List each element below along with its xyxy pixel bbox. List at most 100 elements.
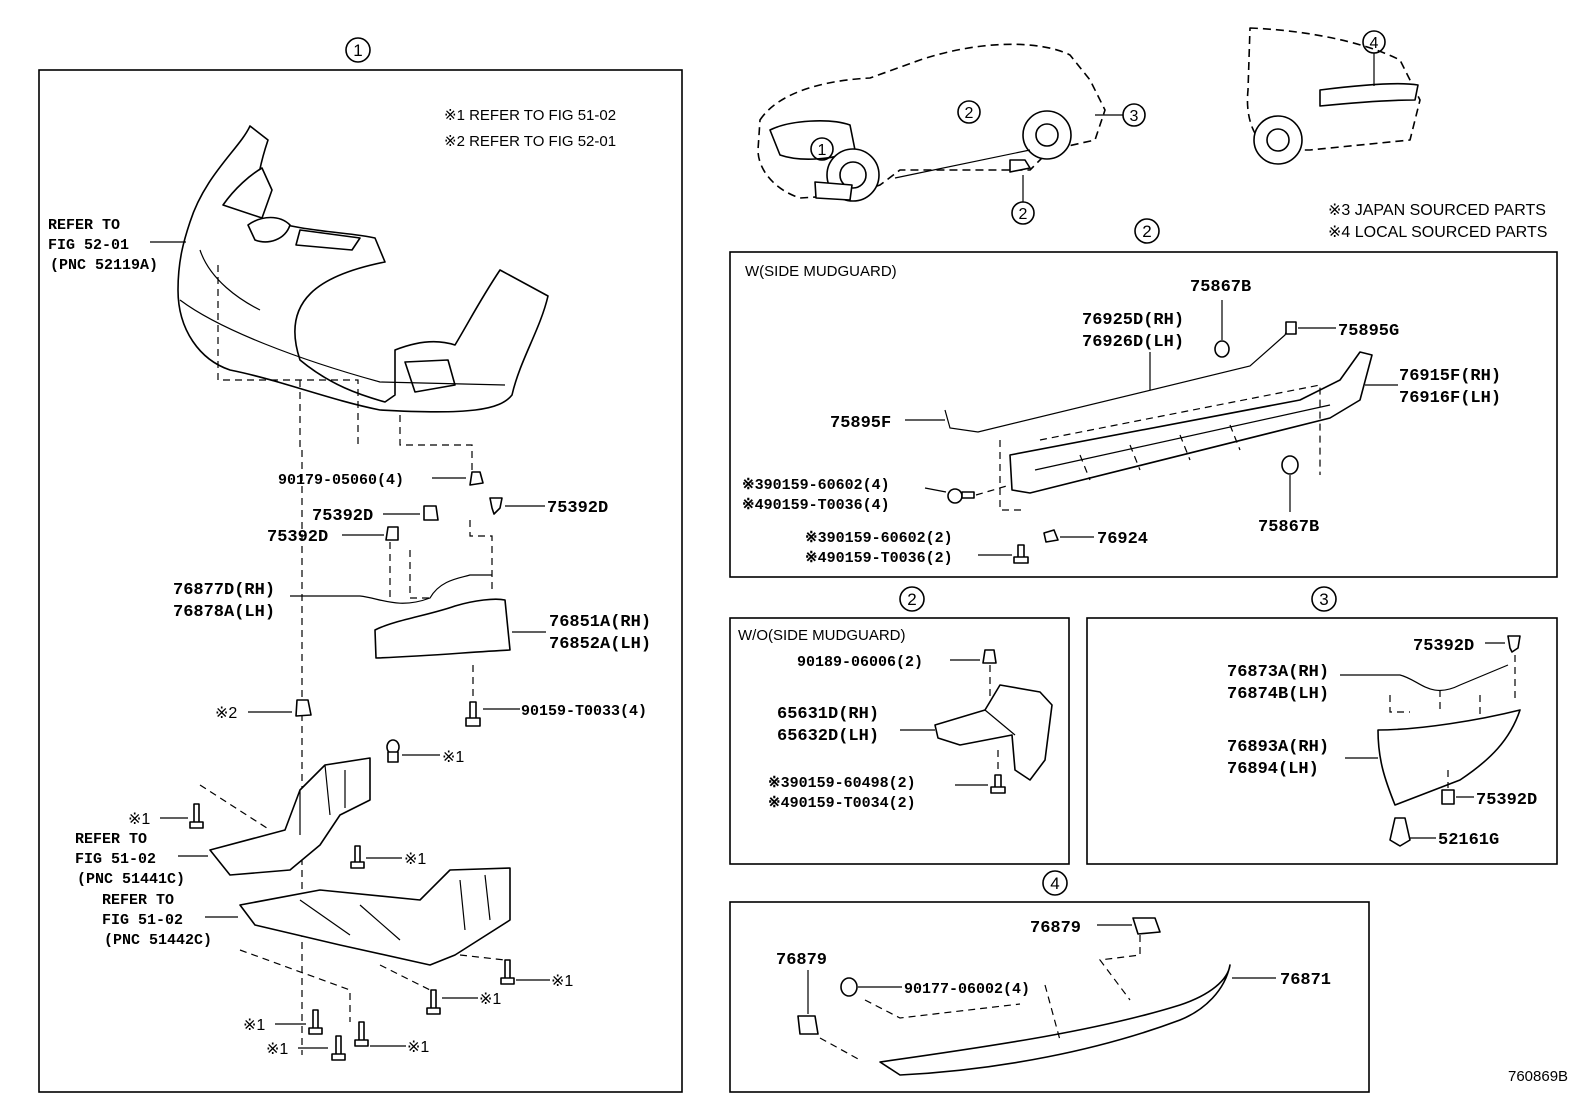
label-76851-lh: 76852A(LH) bbox=[549, 635, 651, 654]
label-screw1-a: ※390159-60602(4) bbox=[742, 477, 890, 494]
nut-90177 bbox=[840, 977, 858, 997]
label-76879-left: 76879 bbox=[776, 951, 827, 970]
label-screw3-b: ※490159-T0034(2) bbox=[768, 795, 916, 812]
bolt-ref1-b bbox=[189, 803, 204, 829]
bolt-ref1-f bbox=[308, 1009, 323, 1035]
label-76873-lh: 76874B(LH) bbox=[1227, 685, 1329, 704]
mark-ref1-d: ※1 bbox=[551, 973, 573, 990]
refer-cover2-2: FIG 51-02 bbox=[102, 912, 183, 929]
clip-75392D-top bbox=[1507, 635, 1521, 653]
mark-ref1-h: ※1 bbox=[266, 1041, 288, 1058]
bolt-ref1-e bbox=[426, 989, 441, 1015]
bolt-ref1-h bbox=[331, 1035, 346, 1061]
svg-text:1: 1 bbox=[818, 142, 827, 159]
mark-ref2: ※2 bbox=[215, 705, 237, 722]
section-2b: 2 W/O(SIDE MUDGUARD) 90189-06006(2) 6563… bbox=[729, 586, 1070, 865]
refer-cover1-3: (PNC 51441C) bbox=[77, 871, 185, 888]
car-marker-4: 4 bbox=[1362, 30, 1386, 86]
svg-text:2: 2 bbox=[965, 105, 974, 122]
fender-flare-76893 bbox=[1377, 709, 1521, 806]
label-52161G: 52161G bbox=[1438, 831, 1499, 850]
car-marker-2a: 2 bbox=[957, 100, 981, 124]
svg-text:4: 4 bbox=[1370, 35, 1379, 52]
section-3-frame bbox=[1086, 617, 1558, 865]
label-75895G: 75895G bbox=[1338, 322, 1399, 341]
mark-ref1-e: ※1 bbox=[479, 991, 501, 1008]
section-4-mark: 4 bbox=[1050, 874, 1059, 893]
section-4: 4 76879 76871 76879 90177-06002(4) bbox=[729, 870, 1370, 1093]
mark-ref1-b: ※1 bbox=[128, 811, 150, 828]
clip-75392D-c bbox=[385, 526, 399, 541]
label-screw2-b: ※490159-T0036(2) bbox=[805, 550, 953, 567]
label-75392D-b: 75392D bbox=[547, 499, 608, 518]
label-65631-rh: 65631D(RH) bbox=[777, 705, 879, 724]
screw-390159-c bbox=[990, 774, 1006, 794]
label-90189: 90189-06006(2) bbox=[797, 654, 923, 671]
mark-ref1-f: ※1 bbox=[243, 1017, 265, 1034]
label-90179: 90179-05060(4) bbox=[278, 472, 404, 489]
label-76893-lh: 76894(LH) bbox=[1227, 760, 1319, 779]
refer-bumper-1: REFER TO bbox=[48, 217, 120, 234]
section-4-frame bbox=[729, 901, 1370, 1093]
label-90159: 90159-T0033(4) bbox=[521, 703, 647, 720]
bolt-90159 bbox=[465, 701, 481, 727]
label-76925-rh: 76925D(RH) bbox=[1082, 311, 1184, 330]
car-overview-rear bbox=[1246, 27, 1421, 165]
car-marker-1: 1 bbox=[810, 137, 834, 161]
mark-ref1-c: ※1 bbox=[404, 851, 426, 868]
clip-52161G bbox=[1389, 817, 1411, 847]
svg-text:2: 2 bbox=[1019, 206, 1028, 223]
mudflap-65631 bbox=[934, 684, 1053, 781]
car-overview-front bbox=[757, 43, 1106, 202]
section-2a-mark: 2 bbox=[1142, 222, 1151, 241]
screw-390159-b bbox=[1013, 544, 1029, 564]
section-2a: 2 W(SIDE MUDGUARD) 75867B 76925D(RH) 769… bbox=[729, 218, 1558, 578]
section-2a-frame bbox=[729, 251, 1558, 578]
label-65631-lh: 65632D(LH) bbox=[777, 727, 879, 746]
clip-75392D-b bbox=[489, 497, 503, 515]
label-75867B-bot: 75867B bbox=[1258, 518, 1319, 537]
car-marker-3: 3 bbox=[1095, 103, 1146, 127]
front-bumper-cover bbox=[177, 125, 549, 413]
section-2a-title: W(SIDE MUDGUARD) bbox=[745, 263, 897, 280]
label-76877-rh: 76877D(RH) bbox=[173, 581, 275, 600]
label-screw2-a: ※390159-60602(2) bbox=[805, 530, 953, 547]
clip-76879-top bbox=[1132, 917, 1161, 935]
label-76851-rh: 76851A(RH) bbox=[549, 613, 651, 632]
bolt-ref1-d bbox=[500, 959, 515, 985]
mark-ref1-g: ※1 bbox=[407, 1039, 429, 1056]
engine-under-cover-upper bbox=[209, 757, 371, 876]
side-mudguard-76915 bbox=[1009, 351, 1373, 494]
clip-ref2 bbox=[295, 699, 312, 717]
wire-76873 bbox=[1340, 664, 1509, 691]
spoiler-76851 bbox=[374, 598, 511, 659]
bolt-ref1-g bbox=[354, 1021, 369, 1047]
label-screw3-a: ※390159-60498(2) bbox=[768, 775, 916, 792]
refer-bumper-3: (PNC 52119A) bbox=[50, 257, 158, 274]
label-76893-rh: 76893A(RH) bbox=[1227, 738, 1329, 757]
legend-local: ※4 LOCAL SOURCED PARTS bbox=[1328, 224, 1547, 241]
refer-cover2-3: (PNC 51442C) bbox=[104, 932, 212, 949]
label-75392D-top: 75392D bbox=[1413, 637, 1474, 656]
clip-75392D-a bbox=[423, 505, 439, 521]
label-75392D-bot: 75392D bbox=[1476, 791, 1537, 810]
refer-cover1-2: FIG 51-02 bbox=[75, 851, 156, 868]
label-76877-lh: 76878A(LH) bbox=[173, 603, 275, 622]
screw-390159-a bbox=[947, 488, 975, 504]
bolt-ref1-c bbox=[350, 845, 365, 869]
section-3-mark: 3 bbox=[1319, 590, 1328, 609]
clip-75867B-bot bbox=[1281, 455, 1299, 475]
section-1: 1 ※1 REFER TO FIG 51-02 ※2 REFER TO FIG … bbox=[38, 37, 683, 1093]
refer-bumper-2: FIG 52-01 bbox=[48, 237, 129, 254]
label-76915-rh: 76915F(RH) bbox=[1399, 367, 1501, 386]
label-75392D-a: 75392D bbox=[312, 507, 373, 526]
clip-90189 bbox=[982, 649, 997, 664]
clip-76924 bbox=[1043, 529, 1059, 543]
label-76915-lh: 76916F(LH) bbox=[1399, 389, 1501, 408]
label-90177: 90177-06002(4) bbox=[904, 981, 1030, 998]
drawing-id: 760869B bbox=[1508, 1068, 1568, 1085]
label-76924: 76924 bbox=[1097, 530, 1148, 549]
svg-text:3: 3 bbox=[1130, 108, 1139, 125]
section-2b-mark: 2 bbox=[907, 590, 916, 609]
